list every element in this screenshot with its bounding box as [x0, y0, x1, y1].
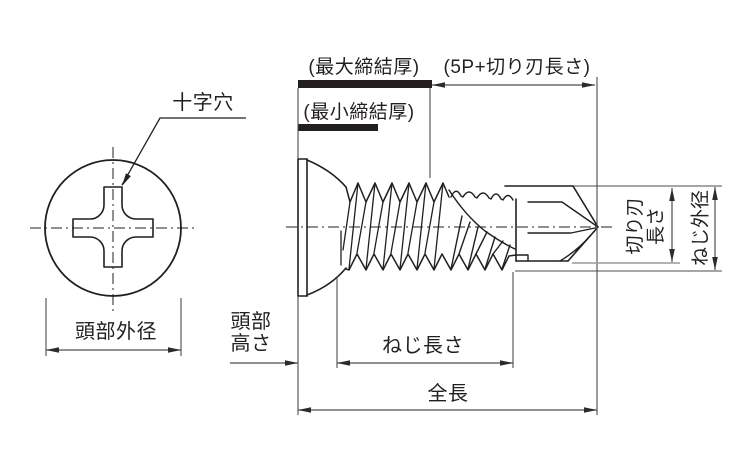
head-height-label-line1: 頭部: [230, 311, 272, 333]
head-height-label: 頭部 高さ: [231, 311, 272, 355]
cross-recess-label: 十字穴: [172, 92, 234, 114]
cross-recess-leader: [121, 117, 246, 186]
head-height-label-line2: 高さ: [230, 333, 272, 355]
overall-length-label: 全長: [427, 383, 469, 405]
head-front-view: [44, 159, 182, 297]
head-side-view: [297, 158, 347, 297]
thread-outer-diameter-label: ねじ外径: [690, 189, 712, 267]
thread-length-label: ねじ長さ: [382, 335, 464, 357]
max-fastening-thickness-label: (最大締結厚): [308, 57, 420, 78]
leader-arrowhead: [122, 173, 131, 186]
cutting-edge-length-label-line2: 長さ: [646, 206, 667, 246]
fastening-thickness-bars: [298, 80, 432, 131]
extension-lines: [45, 77, 722, 415]
dimension-lines: [46, 84, 716, 411]
max-fastening-bar: [298, 80, 432, 88]
center-lines: [30, 147, 614, 311]
screw-side-view: [297, 158, 599, 297]
cutting-edge-length-label: 切り刃 長さ: [625, 197, 667, 254]
head-outer-diameter-label: 頭部外径: [75, 321, 157, 343]
drill-flute: [448, 189, 516, 270]
five-p-cutting-edge-length-label: (5P+切り刃長さ): [443, 57, 591, 78]
dimension-arrowheads: [46, 82, 718, 413]
phillips-cross-recess: [72, 186, 154, 268]
thread-flank-lines: [342, 182, 444, 270]
thread-profile: [345, 182, 517, 271]
min-fastening-bar: [298, 124, 378, 131]
min-fastening-thickness-label: (最小締結厚): [303, 102, 415, 123]
cutting-edge-length-label-line1: 切り刃: [625, 197, 646, 255]
head-circle: [44, 159, 182, 297]
drill-point: [504, 185, 599, 262]
